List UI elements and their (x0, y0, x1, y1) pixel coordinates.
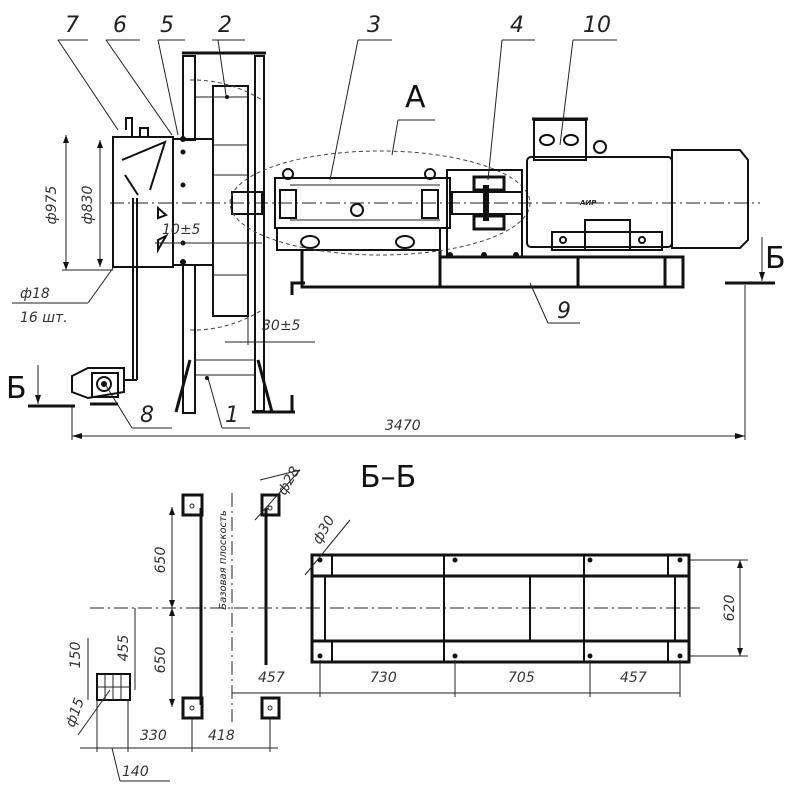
callout-8: 8 (140, 403, 154, 428)
dim-418: 418 (208, 728, 235, 744)
callout-6: 6 (113, 13, 127, 38)
section-letter-right: Б (765, 241, 786, 276)
callout-5: 5 (160, 13, 174, 38)
section-letter-left: Б (6, 371, 27, 406)
section-marker-left: Б (6, 365, 75, 408)
actuator-motor-8 (71, 367, 137, 406)
motor-foot (96, 673, 131, 701)
callout-2: 2 (218, 13, 232, 38)
dim-gap-inlet: 10±5 (162, 222, 201, 238)
section-title: Б–Б (360, 460, 416, 495)
callout-9: 9 (557, 299, 571, 324)
detail-a-callout: А (391, 80, 435, 156)
coupling-guard (446, 169, 523, 258)
dim-d28: ф28 (275, 464, 304, 498)
callout-4: 4 (510, 13, 524, 38)
dim-140: 140 (122, 764, 149, 780)
left-support (181, 493, 204, 720)
dim-overall-length: 3470 (385, 418, 421, 434)
dim-330: 330 (140, 728, 167, 744)
dim-gap-wheel: 30±5 (262, 318, 301, 334)
top-view: АИР ф975 ф830 ф18 16 шт. 10±5 30±5 (6, 13, 786, 440)
detail-a-outline (229, 150, 531, 256)
dim-620: 620 (722, 595, 738, 622)
dim-d30: ф30 (310, 513, 339, 547)
dim-d830: ф830 (80, 186, 96, 225)
drive-motor: АИР (526, 117, 749, 251)
callout-3: 3 (367, 13, 381, 38)
dim-hole-count: 16 шт. (20, 310, 68, 326)
top-dimensions: ф975 ф830 ф18 16 шт. 10±5 30±5 3470 (12, 135, 746, 440)
inlet-box (112, 117, 214, 380)
dim-d15: ф15 (63, 696, 88, 730)
detail-a-label: А (405, 80, 426, 115)
dim-150: 150 (68, 642, 84, 669)
callout-7: 7 (65, 13, 79, 38)
base-frame (438, 255, 685, 289)
section-marker-right: Б (725, 237, 786, 285)
dim-650-lower: 650 (153, 647, 169, 674)
dim-d975: ф975 (44, 186, 60, 225)
motor-nameplate: АИР (579, 199, 597, 207)
dim-455: 455 (116, 635, 132, 662)
callout-10: 10 (583, 13, 611, 38)
part-callouts: 7 6 5 2 3 4 10 9 8 1 (57, 13, 617, 429)
dim-hole-d18: ф18 (20, 286, 50, 302)
dim-457-left: 457 (258, 670, 285, 686)
dim-705: 705 (508, 670, 535, 686)
section-view: Б–Б Базовая плоскость (63, 460, 748, 782)
section-dimensions: ф28 ф30 650 650 455 150 ф15 620 457 73 (63, 464, 748, 782)
base-plane-label: Базовая плоскость (218, 510, 229, 610)
callout-1: 1 (225, 403, 239, 428)
dim-730: 730 (370, 670, 397, 686)
dim-457-right: 457 (620, 670, 647, 686)
base-frame-plan (310, 553, 691, 664)
dim-650-upper: 650 (153, 547, 169, 574)
